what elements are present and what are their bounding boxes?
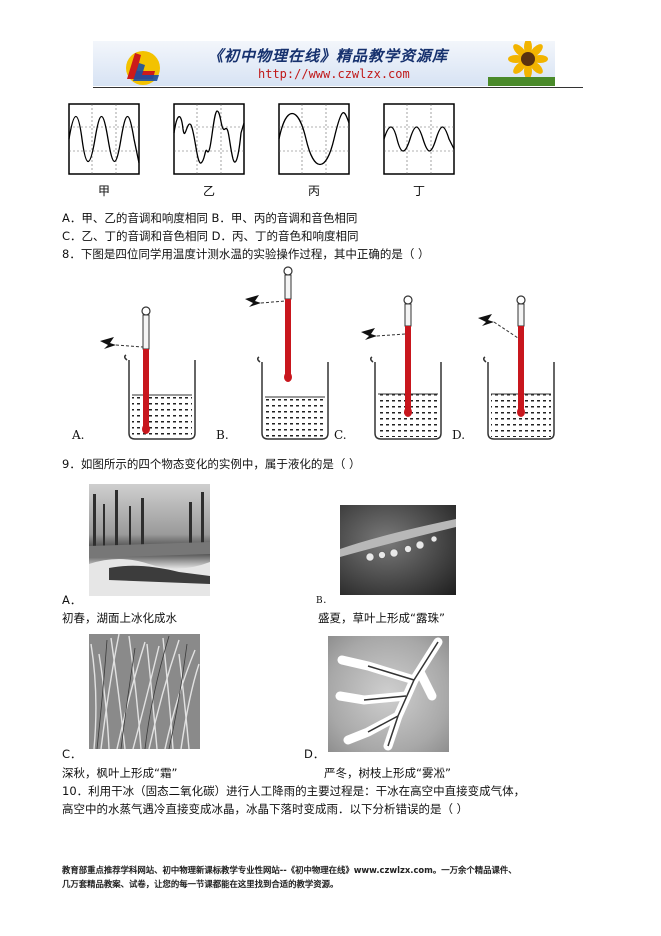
waveform-bing xyxy=(278,103,350,175)
beaker-label-a: A. xyxy=(72,428,85,442)
waveform-jia xyxy=(68,103,140,175)
footer-line1: 教育部重点推荐学科网站、初中物理新课标教学专业性网站--《初中物理在线》www.… xyxy=(62,865,517,875)
photo-dew-drops xyxy=(340,505,456,595)
q9-option-c-caption: 深秋，枫叶上形成“霜” xyxy=(62,766,178,780)
beaker-diagram-d xyxy=(478,295,555,440)
waveform-label-yi: 乙 xyxy=(202,184,215,198)
beaker-diagram-c xyxy=(361,295,442,440)
photo-rime-branch xyxy=(328,636,449,752)
q7-options-line1: A．甲、乙的音调和响度相同 B．甲、丙的音调和音色相同 xyxy=(62,211,358,225)
q9-option-c-label: C． xyxy=(62,747,82,761)
banner-url[interactable]: http://www.czwlzx.com xyxy=(258,67,410,81)
q8-stem: 8．下图是四位同学用温度计测水温的实验操作过程，其中正确的是（ ） xyxy=(62,247,430,261)
banner-logo-icon xyxy=(126,51,160,85)
q9-option-b-caption: 盛夏，草叶上形成“露珠” xyxy=(318,611,445,625)
beaker-diagram-b xyxy=(245,266,329,440)
waveform-yi xyxy=(173,103,245,175)
beaker-label-b: B. xyxy=(216,428,229,442)
beaker-label-c: C. xyxy=(334,428,347,442)
q9-option-d-caption: 严冬，树枝上形成“雾凇” xyxy=(324,766,451,780)
photo-frost-grass xyxy=(89,634,200,749)
waveform-label-bing: 丙 xyxy=(307,184,320,198)
beaker-label-d: D. xyxy=(452,428,466,442)
q9-option-a-caption: 初春，湖面上冰化成水 xyxy=(62,611,177,625)
waveform-label-ding: 丁 xyxy=(412,184,425,198)
q10-stem-line1: 10．利用干冰（固态二氧化碳）进行人工降雨的主要过程是：干冰在高空中直接变成气体… xyxy=(62,784,526,798)
q9-option-b-label: B． xyxy=(316,596,332,606)
header-banner: 《初中物理在线》精品教学资源库 http://www.czwlzx.com xyxy=(93,41,555,86)
sunflower-icon xyxy=(488,41,555,86)
photo-frozen-lake xyxy=(89,484,210,596)
footer-line2: 几万套精品教案、试卷，让您的每一节课都能在这里找到合适的教学资源。 xyxy=(62,879,339,889)
header-rule xyxy=(93,87,583,88)
waveform-label-jia: 甲 xyxy=(97,184,110,198)
q7-options-line2: C．乙、丁的音调和音色相同 D．丙、丁的音色和响度相同 xyxy=(62,229,359,243)
banner-title: 《初中物理在线》精品教学资源库 xyxy=(208,47,449,65)
beaker-diagram-a xyxy=(100,306,196,440)
q10-stem-line2: 高空中的水蒸气遇冷直接变成冰晶，冰晶下落时变成雨．以下分析错误的是（ ） xyxy=(62,802,469,816)
q9-option-d-label: D． xyxy=(304,747,325,761)
q9-stem: 9．如图所示的四个物态变化的实例中，属于液化的是（ ） xyxy=(62,457,361,471)
waveform-ding xyxy=(383,103,455,175)
q9-option-a-label: A． xyxy=(62,593,82,607)
